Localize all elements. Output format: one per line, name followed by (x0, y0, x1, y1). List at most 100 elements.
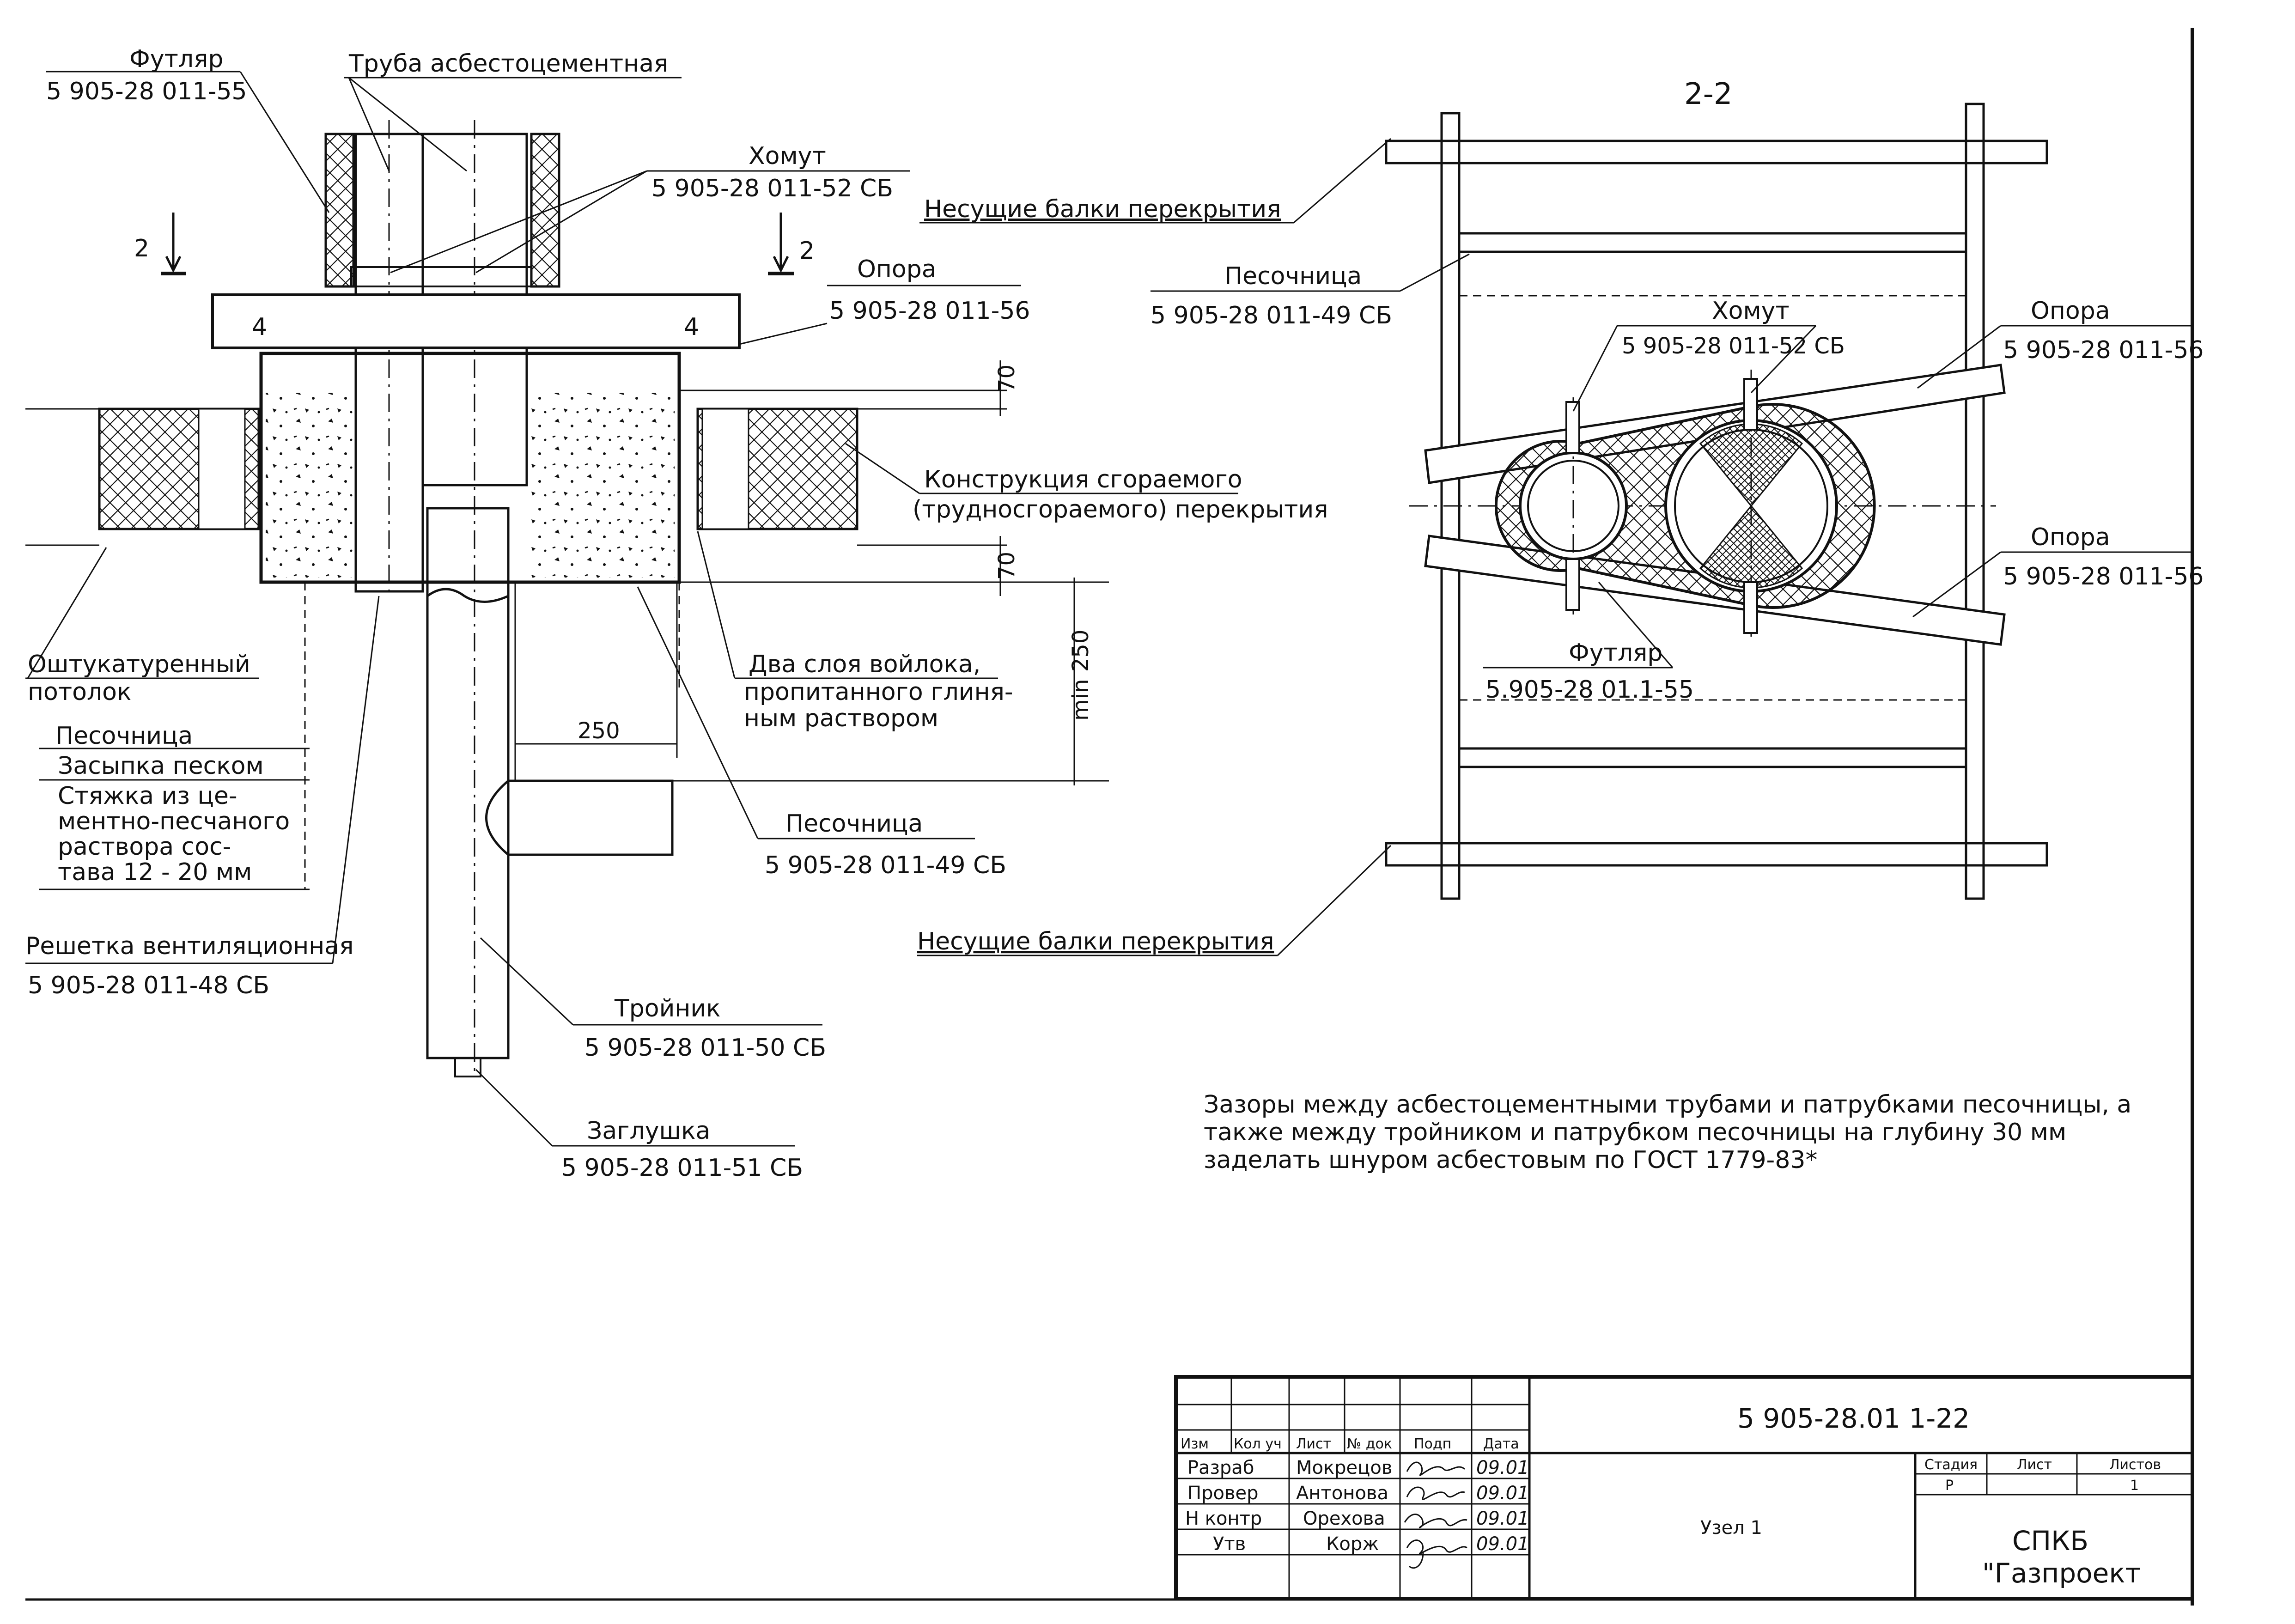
sand-fill-right (527, 393, 675, 578)
clamp-lug (1743, 378, 1758, 431)
svg-text:ментно-песчаного: ментно-песчаного (58, 808, 290, 835)
svg-text:потолок: потолок (28, 678, 131, 706)
svg-text:5 905-28 011-56: 5 905-28 011-56 (2003, 336, 2204, 364)
felt-layer-right (701, 408, 749, 530)
svg-text:Опора: Опора (857, 255, 937, 283)
signatures (1404, 1461, 1467, 1569)
callout-opora: Опора 5 905-28 011-56 (739, 255, 1030, 345)
opora-mark-left: 4 (252, 313, 267, 341)
callout-potolok: Оштукатуренный потолок (25, 547, 259, 706)
svg-text:5 905-28 011-49 СБ: 5 905-28 011-49 СБ (1151, 302, 1392, 329)
row-date: 09.01 (1476, 1457, 1529, 1478)
tee-branch (485, 779, 674, 856)
futlyar-wall-right (530, 133, 560, 288)
dim-70-bottom: 70 (994, 552, 1020, 580)
section-title: 2-2 (1684, 77, 1733, 111)
bearing-beam-bottom (1385, 842, 2048, 867)
svg-text:Несущие балки перекрытия: Несущие балки перекрытия (924, 195, 1281, 223)
clamp-lug (1743, 581, 1758, 634)
hdr-izm: Изм (1181, 1436, 1209, 1452)
callout-opora-top-right: Опора 5 905-28 011-56 (1917, 297, 2204, 389)
row-role: Провер (1187, 1483, 1259, 1504)
org-name-line1: СПКБ (2012, 1525, 2088, 1557)
svg-text:5 905-28 011-50 СБ: 5 905-28 011-50 СБ (584, 1034, 826, 1062)
callout-pesochnitsa-left: Песочница 5 905-28 011-49 СБ (637, 586, 1006, 879)
beam-vertical-right (1965, 103, 1985, 900)
khomut-clamp (350, 266, 532, 287)
felt-layer-left (198, 408, 246, 530)
row-role: Разраб (1187, 1457, 1254, 1478)
row-role: Н контр (1185, 1508, 1262, 1529)
row-date: 09.01 (1476, 1533, 1529, 1555)
svg-text:Заглушка: Заглушка (587, 1117, 710, 1145)
svg-text:5 905-28 011-56: 5 905-28 011-56 (829, 297, 1030, 325)
row-date: 09.01 (1476, 1483, 1529, 1504)
dim-70-top: 70 (994, 365, 1020, 393)
stage-header: Стадия (1924, 1457, 1978, 1473)
sheet-title: Узел 1 (1700, 1517, 1762, 1539)
callout-pesochnitsa-right: Песочница 5 905-28 011-49 СБ (1151, 253, 1470, 329)
title-block: Изм Кол уч Лист № док Подп Дата Разраб М… (1174, 1375, 2194, 1600)
callout-voilok: Два слоя войлока, пропитанного глиня- ны… (697, 531, 1013, 732)
svg-text:Хомут: Хомут (749, 142, 826, 170)
zaglushka-cap (454, 1057, 481, 1077)
row-date: 09.01 (1476, 1508, 1529, 1529)
svg-text:(трудносгораемого) перекрытия: (трудносгораемого) перекрытия (913, 496, 1328, 523)
note-line-3: заделать шнуром асбестовым по ГОСТ 1779-… (1204, 1146, 1818, 1174)
note-line-2: также между тройником и патрубком песочн… (1204, 1119, 2066, 1146)
callout-zaglushka: Заглушка 5 905-28 011-51 СБ (475, 1069, 803, 1182)
callout-konstruktsiya: Конструкция сгораемого (трудносгораемого… (845, 443, 1328, 523)
hdr-list: Лист (1296, 1436, 1331, 1452)
svg-text:Стяжка из це-: Стяжка из це- (58, 782, 237, 810)
clamp-lug (1565, 401, 1580, 454)
row-role: Утв (1213, 1533, 1246, 1555)
sandbox-beam-top (1458, 232, 1967, 253)
callout-truba: Труба асбестоцементная (344, 50, 682, 172)
svg-text:пропитанного глиня-: пропитанного глиня- (744, 678, 1013, 706)
callout-troinik: Тройник 5 905-28 011-50 СБ (480, 937, 826, 1062)
svg-text:Труба асбестоцементная: Труба асбестоцементная (348, 50, 668, 78)
svg-text:Песочница: Песочница (55, 722, 193, 750)
svg-text:Опора: Опора (2031, 523, 2110, 551)
svg-text:5 905-28 011-48 СБ: 5 905-28 011-48 СБ (28, 972, 269, 999)
callout-stack-layers: Песочница Засыпка песком Стяжка из це- м… (39, 693, 310, 890)
svg-text:Два слоя войлока,: Два слоя войлока, (749, 651, 980, 678)
svg-text:Песочница: Песочница (1224, 262, 1362, 290)
dim-250: 250 (578, 718, 620, 744)
row-name: Антонова (1296, 1483, 1388, 1504)
svg-text:ным раствором: ным раствором (744, 705, 938, 732)
svg-text:5 905-28 011-49 СБ: 5 905-28 011-49 СБ (765, 852, 1006, 879)
left-section-view: 4 4 70 70 min 250 250 (25, 45, 1328, 1182)
row-name: Орехова (1303, 1508, 1385, 1529)
svg-text:5 905-28 011-52 СБ: 5 905-28 011-52 СБ (1622, 333, 1845, 359)
svg-text:5 905-28 011-56: 5 905-28 011-56 (2003, 563, 2204, 590)
callout-opora-bottom-right: Опора 5 905-28 011-56 (1912, 523, 2204, 618)
svg-text:Футляр: Футляр (1569, 639, 1662, 667)
callout-futlyar: Футляр 5 905-28 011-55 (46, 45, 330, 213)
callout-reshetka: Решетка вентиляционная 5 905-28 011-48 С… (25, 596, 380, 999)
svg-text:тава 12 - 20 мм: тава 12 - 20 мм (58, 858, 252, 886)
svg-text:Оштукатуренный: Оштукатуренный (28, 651, 250, 678)
svg-text:5 905-28 011-51 СБ: 5 905-28 011-51 СБ (561, 1154, 803, 1182)
svg-text:раствора сос-: раствора сос- (58, 833, 231, 861)
sandbox-body (259, 352, 681, 584)
stage-value: Р (1945, 1478, 1954, 1494)
sand-fill-left (266, 393, 356, 578)
row-name: Мокрецов (1296, 1457, 1392, 1478)
hdr-data: Дата (1483, 1436, 1519, 1452)
callout-khomut: Хомут 5 905-28 011-52 СБ (390, 142, 910, 274)
svg-text:Опора: Опора (2031, 297, 2110, 325)
clamp-lug (1565, 558, 1580, 611)
bearing-beam-top (1385, 140, 2048, 164)
svg-text:Тройник: Тройник (614, 995, 721, 1022)
lists-header: Листов (2109, 1457, 2161, 1473)
svg-text:Решетка вентиляционная: Решетка вентиляционная (25, 932, 353, 960)
row-name: Корж (1326, 1533, 1379, 1555)
callout-balki-bottom: Несущие балки перекрытия (917, 845, 1392, 956)
hdr-kol: Кол уч (1234, 1436, 1282, 1452)
section-marker-left: 2 (134, 213, 186, 275)
svg-text:2: 2 (799, 237, 815, 265)
lists-value: 1 (2130, 1478, 2139, 1494)
section-2-2-view: 2-2 Несущие балки перекрытия (917, 77, 2204, 956)
